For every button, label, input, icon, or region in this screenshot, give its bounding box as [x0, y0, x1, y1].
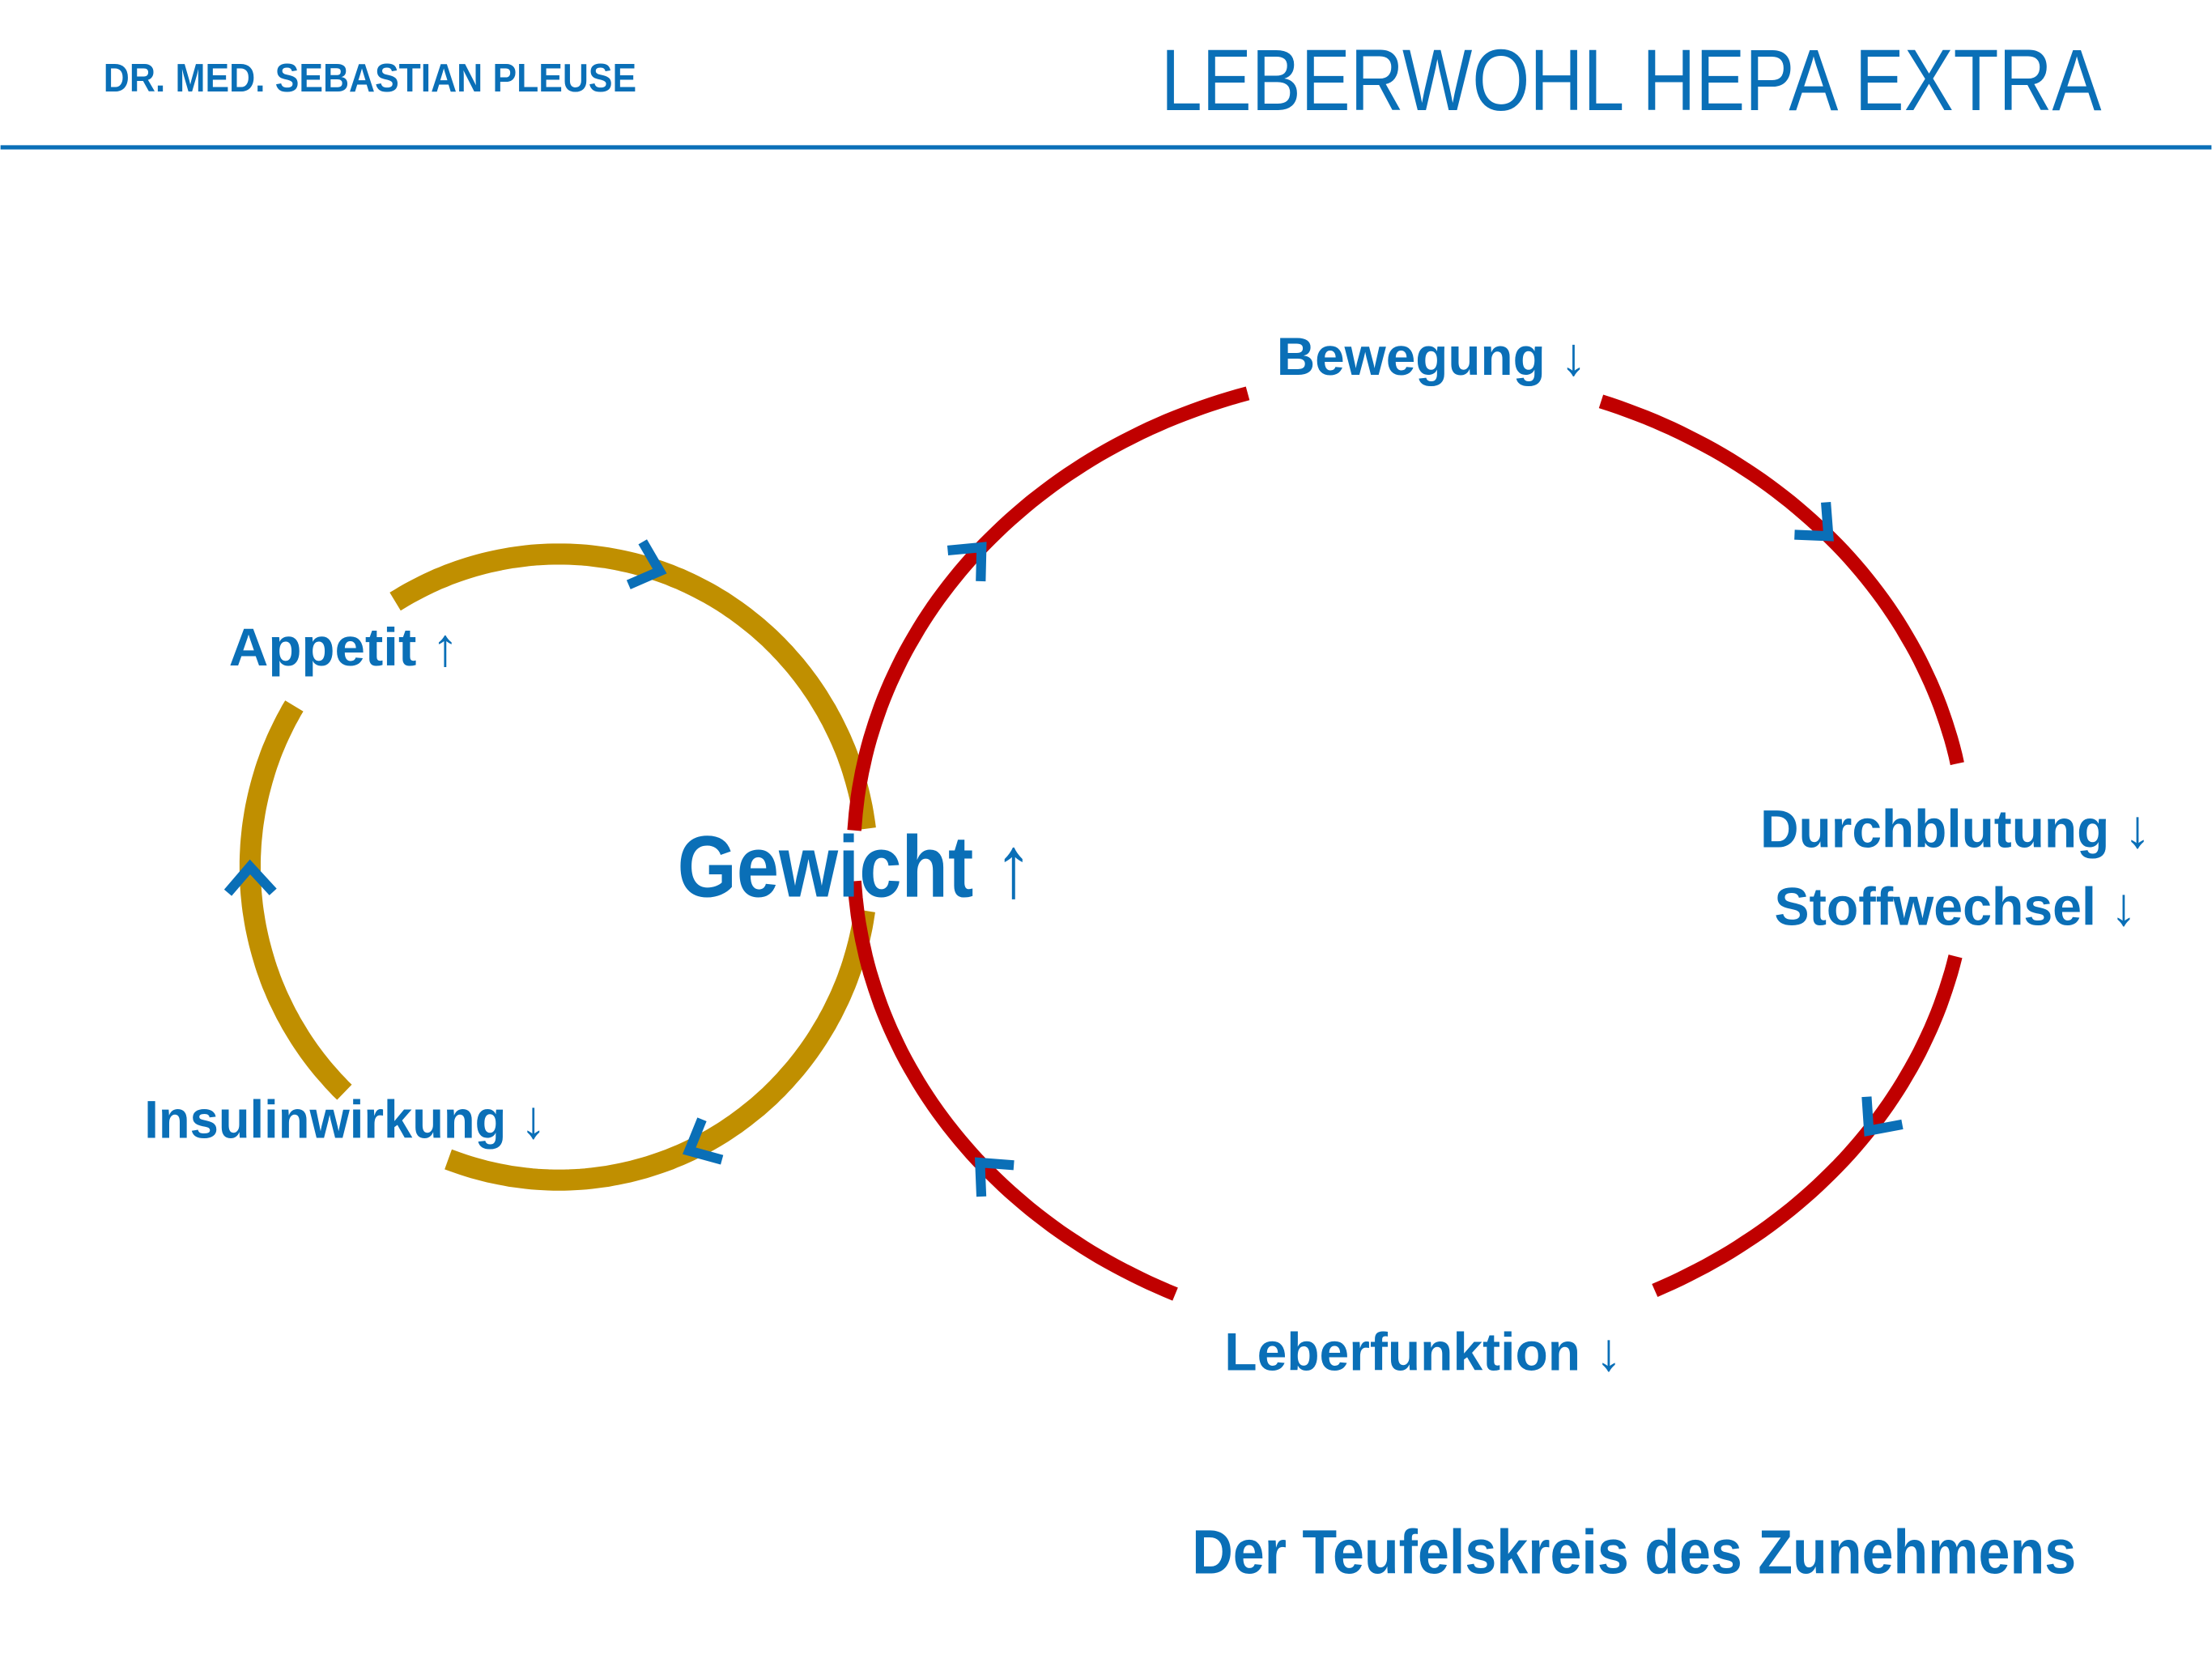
right-cycle-arc	[1598, 394, 1964, 766]
chevron-arrow-icon	[223, 859, 277, 896]
header-divider	[0, 145, 2212, 150]
label-insulinwirkung: Insulinwirkung ↓	[144, 1090, 546, 1150]
labels: Bewegung ↓ Durchblutung ↓ Stoffwechsel ↓…	[144, 327, 2150, 1587]
right-cycle-arc	[1652, 954, 1963, 1297]
author-name: DR. MED. SEBASTIAN PLEUSE	[104, 57, 636, 100]
chevron-arrow-icon	[946, 542, 987, 582]
product-title: LEBERWOHL HEPA EXTRA	[1161, 31, 2102, 129]
label-durchblutung: Durchblutung ↓	[1760, 800, 2150, 860]
chevron-arrow-icon	[683, 1117, 724, 1165]
label-leberfunktion: Leberfunktion ↓	[1224, 1323, 1622, 1383]
left-cycle-arc	[445, 908, 875, 1191]
header: DR. MED. SEBASTIAN PLEUSE LEBERWOHL HEPA…	[0, 31, 2212, 150]
label-appetit: Appetit ↑	[229, 618, 459, 678]
label-gewicht: Gewicht ↑	[678, 818, 1033, 916]
chevron-arrow-icon	[1861, 1096, 1904, 1137]
label-stoffwechsel: Stoffwechsel ↓	[1774, 877, 2137, 937]
right-cycle-arc	[847, 386, 1250, 831]
chevron-arrow-icon	[626, 539, 667, 589]
chevron-arrow-icon	[1794, 501, 1834, 542]
right-cycle-arc	[847, 880, 1178, 1301]
label-bewegung: Bewegung ↓	[1277, 327, 1587, 387]
chevron-arrow-icon	[974, 1157, 1015, 1197]
cycle-arrows	[223, 501, 1904, 1197]
diagram-title: Der Teufelskreis des Zunehmens	[1192, 1519, 2076, 1588]
left-cycle-arc	[389, 543, 876, 831]
left-cycle-arc	[239, 700, 352, 1100]
cycle-arcs	[239, 386, 1964, 1301]
